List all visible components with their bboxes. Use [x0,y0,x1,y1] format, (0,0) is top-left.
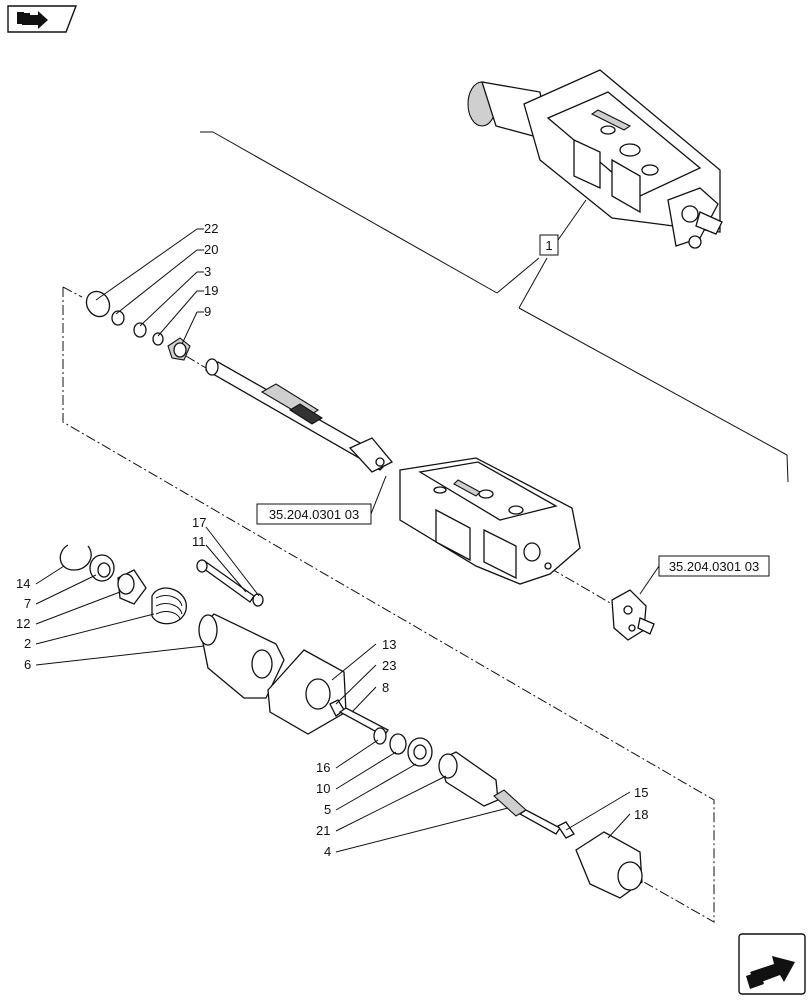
svg-text:35.204.0301 03: 35.204.0301 03 [269,507,359,522]
callout-18: 18 [634,807,648,822]
callout-10: 10 [316,781,330,796]
assembly-boundary [62,286,715,923]
callout-20: 20 [204,242,218,257]
reference-callout-center[interactable]: 35.204.0301 03 [256,475,387,525]
callout-11: 11 [192,534,206,549]
callout-6: 6 [24,657,31,672]
callout-23: 23 [382,658,396,673]
callout-15: 15 [634,785,648,800]
item-callout-1[interactable]: 1 [539,199,587,256]
callout-9: 9 [204,304,211,319]
callout-2: 2 [24,636,31,651]
valve-spool [204,358,394,473]
svg-text:1: 1 [545,238,552,253]
callout-5: 5 [324,802,331,817]
callout-17: 17 [192,515,206,530]
callout-19: 19 [204,283,218,298]
callout-21: 21 [316,823,330,838]
reference-callout-right[interactable]: 35.204.0301 03 [639,555,770,595]
separator-lines [200,131,789,483]
callout-labels: 22 20 3 19 9 17 11 14 7 12 2 [16,221,648,859]
valve-section-body [399,457,581,585]
seal-rings-group [85,290,191,361]
callout-4: 4 [324,844,331,859]
control-valve-assembly [467,69,723,249]
callout-12: 12 [16,616,30,631]
detent-fitting [611,589,655,641]
callout-7: 7 [24,596,31,611]
callout-14: 14 [16,576,30,591]
previous-page-arrow-icon[interactable] [7,5,78,33]
svg-text:35.204.0301 03: 35.204.0301 03 [669,559,759,574]
callout-16: 16 [316,760,330,775]
next-page-arrow-icon[interactable] [738,933,806,995]
callout-3: 3 [204,264,211,279]
callout-8: 8 [382,680,389,695]
callout-13: 13 [382,637,396,652]
lower-parts-group [59,544,643,899]
callout-22: 22 [204,221,218,236]
